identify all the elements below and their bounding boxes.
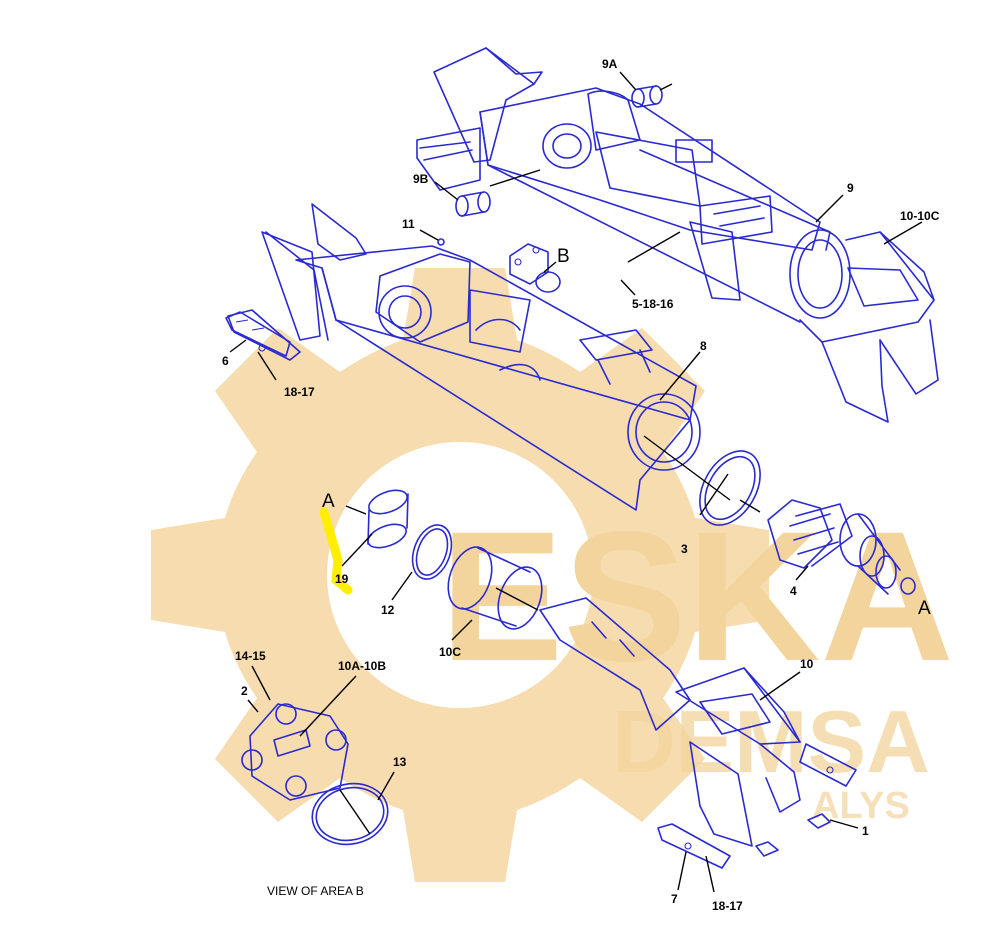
callout-9A: 9A [602,57,618,71]
callout-19: 19 [335,572,349,586]
callout-18-17-upper: 18-17 [284,385,315,399]
bushing-19 [367,489,409,549]
seal-ring-13 [311,782,389,846]
seal-ring-12 [411,524,453,580]
watermark-sub-brand: DEMSA [612,692,930,791]
callout-10A-10B: 10A-10B [338,659,386,673]
callout-10: 10 [800,657,814,671]
cover-2 [241,703,349,801]
watermark-sub-caption: ALYS [812,785,910,827]
callout-A-right: A [918,598,931,619]
callout-3: 3 [681,542,688,556]
upper-axle-housing [416,47,939,423]
watermark-brand: ESKA [440,494,954,700]
callout-10C: 10C [439,645,461,659]
callout-7: 7 [671,892,678,906]
callout-9: 9 [847,181,854,195]
leader-lines [229,71,923,893]
callout-4: 4 [790,584,797,598]
plate-6 [225,311,291,357]
watermark-gear-icon [151,268,769,882]
cover-B [509,243,561,293]
callout-13: 13 [393,755,407,769]
callout-2: 2 [241,684,248,698]
callout-B: B [557,246,570,267]
seal-ring-3 [699,450,761,526]
callout-14-15: 14-15 [235,649,266,663]
plate-7 [657,823,779,869]
bushing-9B [455,191,491,217]
bolt-11 [437,238,445,246]
callout-12: 12 [381,603,395,617]
callout-1: 1 [862,824,869,838]
bushing-9A [631,85,663,108]
callout-6: 6 [222,354,229,368]
view-caption: VIEW OF AREA B [267,884,364,898]
watermark: ESKA DEMSA ALYS [151,268,954,882]
callout-5-18-16: 5-18-16 [632,297,674,311]
spring-assembly-4 [767,499,916,595]
lower-axle-housing [227,203,701,511]
callout-labels: 9A 9B 9 10-10C 11 B 5-18-16 6 18-17 8 A … [222,57,940,913]
axle-trumpet-10 [539,597,857,847]
callout-11: 11 [402,217,415,231]
callout-8: 8 [700,339,707,353]
callout-9B: 9B [413,172,429,186]
callout-A-left: A [322,491,335,512]
highlight-marker [319,507,353,595]
callout-10-10C: 10-10C [900,209,940,223]
callout-18-17-lower: 18-17 [712,899,743,913]
